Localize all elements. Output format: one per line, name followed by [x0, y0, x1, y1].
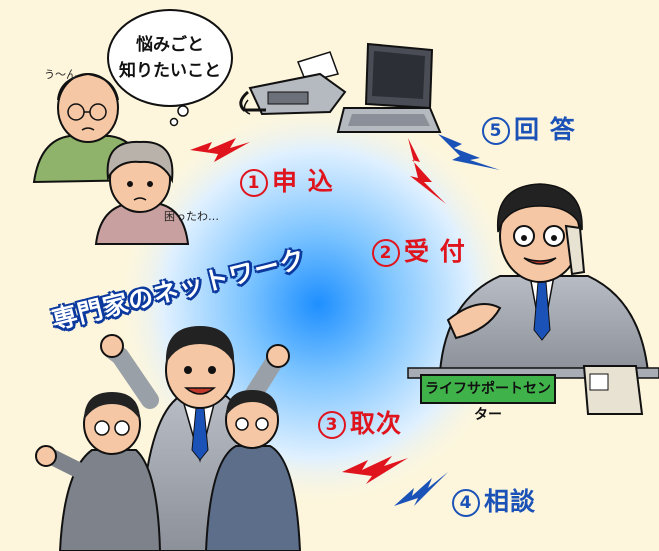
life-support-center-sign: ライフサポートセンター [420, 374, 556, 423]
operator-figure [407, 183, 659, 415]
thought-line-2: 知りたいこと [119, 61, 221, 81]
request-bolt [190, 138, 250, 162]
step-1-label: 申 込 [272, 167, 334, 196]
thought-bubble-text: 悩みごと 知りたいこと [112, 32, 228, 84]
step-5-label: 回 答 [514, 115, 576, 144]
referral-bolt [342, 456, 408, 484]
reply-bolt [438, 134, 500, 170]
laptop-computer [336, 42, 442, 133]
step-3-number: 3 [318, 411, 346, 439]
grandma-words: 困ったわ… [164, 210, 219, 223]
step-1-number: 1 [240, 169, 268, 197]
consult-bolt [394, 472, 448, 506]
grandpa-sound: う〜ん [44, 68, 77, 81]
fax-machine [239, 51, 347, 116]
step-4-number: 4 [452, 489, 480, 517]
step-2-label: 受 付 [404, 237, 466, 266]
thought-line-1: 悩みごと [136, 35, 204, 55]
thought-bubble [107, 9, 233, 127]
step-4-label: 相談 [484, 487, 537, 516]
experts-group [35, 326, 302, 551]
step-2-number: 2 [372, 239, 400, 267]
grandma-figure [94, 140, 190, 245]
step-3-label: 取次 [350, 409, 403, 438]
lightning-bolts [190, 134, 500, 506]
step-5-number: 5 [482, 117, 510, 145]
